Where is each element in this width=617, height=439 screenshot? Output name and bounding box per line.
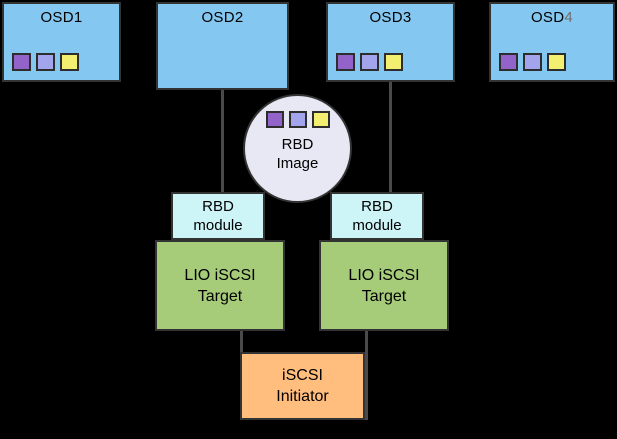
rbd-image-label-line1: RBD — [281, 136, 314, 153]
rbd-module-left-node: RBD module — [171, 192, 265, 240]
rbd-image-label-line2: Image — [276, 155, 319, 172]
osd3-label: OSD3 — [369, 9, 412, 26]
periwinkle-square-icon — [288, 111, 307, 128]
osd2-label: OSD2 — [201, 9, 244, 26]
yellow-square-icon — [311, 111, 330, 128]
osd4-label: OSD4 — [530, 9, 574, 26]
yellow-square-icon — [60, 53, 79, 71]
rbd-module-right-node: RBD module — [330, 192, 424, 240]
rbd-module-right-label-line2: module — [352, 217, 402, 234]
lio-iscsi-target-right-node: LIO iSCSI Target — [319, 240, 449, 331]
purple-square-icon — [336, 53, 355, 71]
iscsi-initiator-node: iSCSI Initiator — [240, 352, 365, 420]
yellow-square-icon — [384, 53, 403, 71]
lio-target-right-label-line1: LIO iSCSI — [348, 266, 420, 284]
rbd-image-pg-squares — [265, 111, 330, 128]
purple-square-icon — [499, 53, 518, 71]
connector-osd3-to-right-module — [389, 80, 392, 194]
iscsi-initiator-label-line1: iSCSI — [282, 367, 323, 384]
osd3-pg-squares — [336, 53, 403, 71]
connector-osd2-to-left-module — [221, 88, 224, 194]
osd1-pg-squares — [12, 53, 79, 71]
osd1-node: OSD1 — [2, 2, 121, 82]
purple-square-icon — [12, 53, 31, 71]
lio-iscsi-target-left-node: LIO iSCSI Target — [155, 240, 285, 331]
lio-target-left-label-line1: LIO iSCSI — [184, 266, 256, 284]
rbd-module-right-label-line1: RBD — [361, 198, 393, 215]
periwinkle-square-icon — [36, 53, 55, 71]
osd4-node: OSD4 — [489, 2, 615, 82]
periwinkle-square-icon — [523, 53, 542, 71]
osd4-pg-squares — [499, 53, 566, 71]
lio-target-left-label-line2: Target — [197, 287, 243, 305]
osd3-node: OSD3 — [326, 2, 455, 82]
purple-square-icon — [265, 111, 284, 128]
rbd-module-left-label-line1: RBD — [202, 198, 234, 215]
rbd-image-node: RBD Image — [243, 94, 352, 203]
osd2-node: OSD2 — [156, 2, 289, 90]
periwinkle-square-icon — [360, 53, 379, 71]
iscsi-initiator-label-line2: Initiator — [276, 388, 329, 405]
osd1-label: OSD1 — [40, 9, 83, 26]
rbd-module-left-label-line2: module — [193, 217, 243, 234]
yellow-square-icon — [547, 53, 566, 71]
connector-left-target-to-initiator — [240, 329, 243, 355]
lio-target-right-label-line2: Target — [361, 287, 407, 305]
connector-right-target-to-initiator — [365, 329, 368, 420]
